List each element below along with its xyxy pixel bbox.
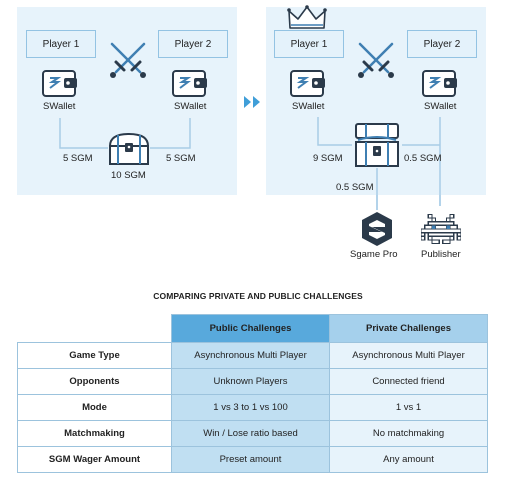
right-connector-lines xyxy=(317,117,441,210)
public-cell: 1 vs 3 to 1 vs 100 xyxy=(171,394,330,421)
winner-amount-label: 9 SGM xyxy=(313,153,343,164)
left-player-2-box: Player 2 xyxy=(158,30,228,58)
publisher-label: Publisher xyxy=(421,249,461,260)
row-label: Opponents xyxy=(17,368,172,395)
public-challenges-header: Public Challenges xyxy=(171,314,330,343)
sgame-logo-icon xyxy=(362,212,392,246)
private-cell: No matchmaking xyxy=(329,420,488,447)
left-player-1-box: Player 1 xyxy=(26,30,96,58)
table-row: Game Type Asynchronous Multi Player Asyn… xyxy=(17,342,488,369)
right-wallet-1-label: SWallet xyxy=(292,101,325,112)
row-label: SGM Wager Amount xyxy=(17,446,172,473)
private-cell: Any amount xyxy=(329,446,488,473)
comparison-title: COMPARING PRIVATE AND PUBLIC CHALLENGES xyxy=(153,291,363,301)
player-2-label: Player 2 xyxy=(423,38,461,50)
wallet-icon xyxy=(290,70,325,97)
right-player-1-box: Player 1 xyxy=(274,30,344,58)
row-label: Game Type xyxy=(17,342,172,369)
wallet-icon xyxy=(42,70,77,97)
comparison-table: Public Challenges Private Challenges Gam… xyxy=(17,314,488,473)
player-2-label: Player 2 xyxy=(174,38,212,50)
double-chevron-right-icon xyxy=(244,96,260,108)
treasure-chest-icon xyxy=(108,132,150,165)
space-invader-icon xyxy=(421,213,461,245)
public-cell: Preset amount xyxy=(171,446,330,473)
table-row: Mode 1 vs 3 to 1 vs 100 1 vs 1 xyxy=(17,394,488,421)
private-cell: Connected friend xyxy=(329,368,488,395)
right-wallet-2-label: SWallet xyxy=(424,101,457,112)
platform-label: Sgame Pro xyxy=(350,249,398,260)
crossed-swords-icon xyxy=(110,42,146,78)
table-row: Matchmaking Win / Lose ratio based No ma… xyxy=(17,420,488,447)
crown-icon xyxy=(287,5,327,29)
publisher-amount-label: 0.5 SGM xyxy=(404,153,442,164)
private-cell: 1 vs 1 xyxy=(329,394,488,421)
left-pot-label: 10 SGM xyxy=(111,170,146,181)
player-1-label: Player 1 xyxy=(290,38,328,50)
player-1-label: Player 1 xyxy=(42,38,80,50)
left-stake-2-label: 5 SGM xyxy=(166,153,196,164)
crossed-swords-icon xyxy=(358,42,394,78)
left-wallet-1-label: SWallet xyxy=(43,101,76,112)
table-header-row: Public Challenges Private Challenges xyxy=(18,314,488,343)
private-cell: Asynchronous Multi Player xyxy=(329,342,488,369)
row-label: Matchmaking xyxy=(17,420,172,447)
private-challenges-header: Private Challenges xyxy=(329,314,488,343)
right-player-2-box: Player 2 xyxy=(407,30,477,58)
table-corner-cell xyxy=(18,315,172,343)
row-label: Mode xyxy=(17,394,172,421)
wallet-icon xyxy=(422,70,457,97)
public-cell: Unknown Players xyxy=(171,368,330,395)
table-row: Opponents Unknown Players Connected frie… xyxy=(17,368,488,395)
left-stake-1-label: 5 SGM xyxy=(63,153,93,164)
table-row: SGM Wager Amount Preset amount Any amoun… xyxy=(17,446,488,473)
left-wallet-2-label: SWallet xyxy=(174,101,207,112)
public-cell: Asynchronous Multi Player xyxy=(171,342,330,369)
platform-amount-label: 0.5 SGM xyxy=(336,182,374,193)
wallet-icon xyxy=(172,70,207,97)
treasure-chest-icon xyxy=(355,123,399,167)
public-cell: Win / Lose ratio based xyxy=(171,420,330,447)
